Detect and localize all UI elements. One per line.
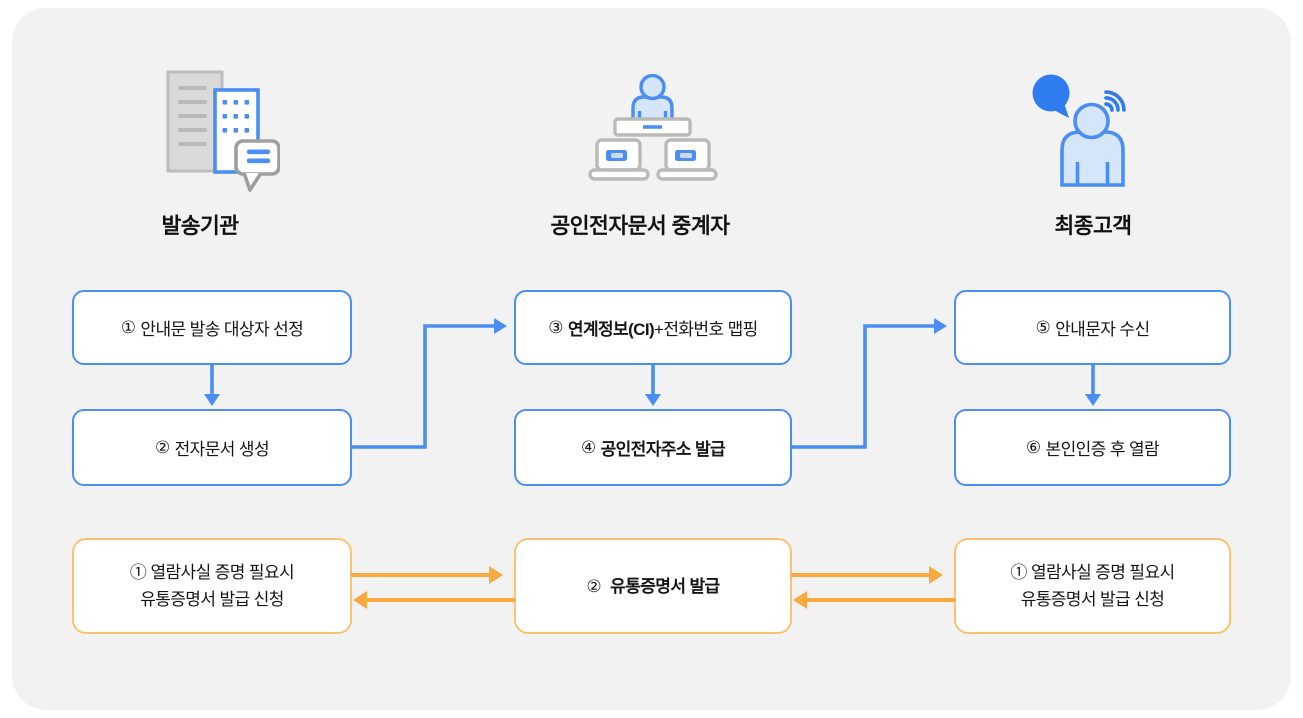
step-text: 본인인증 후 열람 bbox=[1045, 440, 1160, 459]
certificate-box-line2: 유통증명서 발급 신청 bbox=[1020, 590, 1165, 609]
step-text-bold: 연계정보(CI) bbox=[567, 320, 655, 339]
flow-box-step-6: ⑥ 본인인증 후 열람 bbox=[954, 409, 1231, 486]
certificate-box-line2: 유통증명서 발급 신청 bbox=[140, 590, 284, 609]
step-text: 안내문자 수신 bbox=[1055, 320, 1150, 339]
step-text-bold: 유통증명서 발급 bbox=[610, 576, 720, 596]
building-icon bbox=[166, 70, 280, 192]
certificate-box-customer: ① 열람사실 증명 필요시 유통증명서 발급 신청 bbox=[954, 538, 1231, 634]
relay-operator-icon bbox=[588, 74, 718, 181]
certificate-box-relay: ② 유통증명서 발급 bbox=[514, 538, 792, 634]
step-text: 안내문 발송 대상자 선정 bbox=[140, 320, 304, 339]
step-number: ⑤ bbox=[1035, 317, 1051, 337]
step-number: ⑥ bbox=[1025, 437, 1041, 457]
end-customer-icon bbox=[1032, 74, 1126, 187]
step-number: ① bbox=[120, 317, 136, 337]
flow-box-step-5: ⑤ 안내문자 수신 bbox=[954, 290, 1231, 365]
certificate-box-line1: ① 열람사실 증명 필요시 bbox=[129, 563, 295, 582]
column-header-customer: 최종고객 bbox=[1054, 214, 1132, 238]
step-text: +전화번호 맵핑 bbox=[654, 320, 758, 339]
step-text: 전자문서 생성 bbox=[174, 440, 270, 459]
flow-box-step-2: ② 전자문서 생성 bbox=[72, 409, 352, 486]
step-number: ② bbox=[154, 437, 170, 457]
flow-box-step-1: ① 안내문 발송 대상자 선정 bbox=[72, 290, 352, 365]
step-number: ④ bbox=[580, 437, 596, 457]
flow-box-step-4: ④ 공인전자주소 발급 bbox=[514, 409, 792, 486]
step-text-bold: 공인전자주소 발급 bbox=[600, 440, 726, 459]
column-header-relay: 공인전자문서 중계자 bbox=[550, 214, 731, 238]
flow-box-step-3: ③ 연계정보(CI) +전화번호 맵핑 bbox=[514, 290, 792, 365]
certificate-box-sender: ① 열람사실 증명 필요시 유통증명서 발급 신청 bbox=[72, 538, 352, 634]
step-number: ② bbox=[586, 576, 602, 596]
step-number: ③ bbox=[548, 317, 563, 337]
column-header-sender: 발송기관 bbox=[161, 214, 239, 238]
certificate-box-line1: ① 열람사실 증명 필요시 bbox=[1010, 563, 1175, 582]
